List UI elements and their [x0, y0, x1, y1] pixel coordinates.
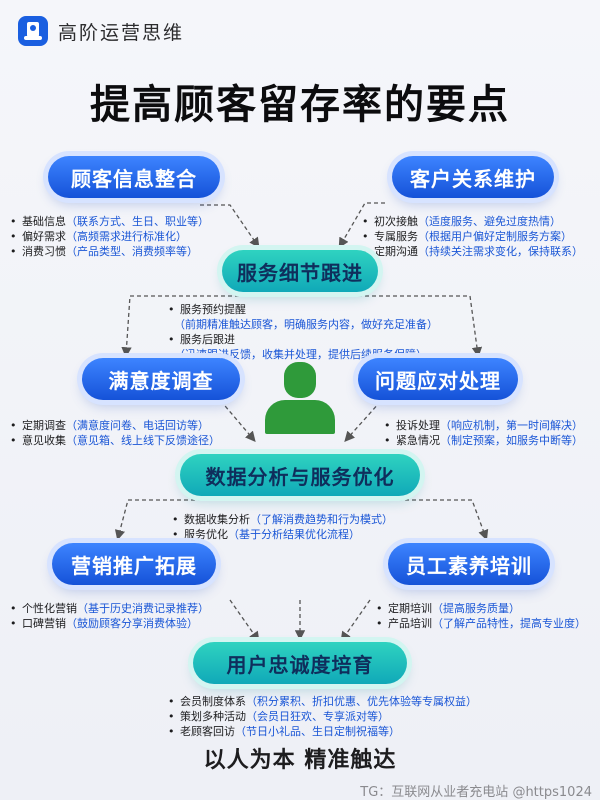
list-item: •投诉处理（响应机制，第一时间解决） [384, 419, 583, 432]
list-item: •定期沟通（持续关注需求变化，保持联系） [362, 245, 583, 258]
page-title: 提高顾客留存率的要点 [90, 82, 510, 128]
list-item: •服务后跟进 [168, 333, 235, 346]
brand-header: 高阶运营思维 [18, 16, 184, 46]
node-satisfaction-survey-label: 满意度调查 [108, 368, 214, 393]
list-customer-info: •基础信息（联系方式、生日、职业等） •偏好需求（高频需求进行标准化） •消费习… [10, 214, 209, 259]
list-item: •基础信息（联系方式、生日、职业等） [10, 215, 209, 228]
node-data-analysis: 数据分析与服务优化 [180, 454, 420, 496]
arrow-data-marketing [114, 499, 300, 541]
list-item: •紧急情况（制定预案，如服务中断等） [384, 434, 583, 447]
list-item: •初次接触（适度服务、避免过度热情） [362, 215, 561, 228]
arrow-staff-loyalty [340, 599, 371, 643]
list-item: •消费习惯（产品类型、消费频率等） [10, 245, 198, 258]
list-item: •定期培训（提高服务质量） [376, 602, 520, 615]
node-satisfaction-survey: 满意度调查 [82, 358, 240, 400]
list-item: •会员制度体系（积分累积、折扣优惠、优先体验等专属权益） [168, 695, 477, 708]
node-relationship-label: 客户关系维护 [410, 166, 536, 191]
person-icon [265, 362, 335, 434]
node-customer-info: 顾客信息整合 [48, 156, 220, 198]
node-service-followup-label: 服务细节跟进 [237, 260, 363, 285]
node-data-analysis-label: 数据分析与服务优化 [205, 464, 395, 489]
list-data-analysis: •数据收集分析（了解消费趋势和行为模式） •服务优化（基于分析结果优化流程） [172, 512, 393, 542]
node-marketing-label: 营销推广拓展 [71, 553, 197, 578]
list-item: •个性化营销（基于历史消费记录推荐） [10, 602, 209, 615]
list-item: •服务优化（基于分析结果优化流程） [172, 528, 360, 541]
list-item: •偏好需求（高频需求进行标准化） [10, 230, 187, 243]
arrow-problem-data [344, 401, 395, 442]
node-marketing: 营销推广拓展 [52, 543, 216, 585]
node-staff-training-label: 员工素养培训 [406, 553, 532, 578]
node-problem-handling: 问题应对处理 [358, 358, 518, 400]
list-item: •意见收集（意见箱、线上线下反馈途径） [10, 434, 220, 447]
list-item: •策划多种活动（会员日狂欢、专享派对等） [168, 710, 389, 723]
arrow-marketing-loyalty [229, 599, 260, 643]
chess-rook-icon [18, 16, 48, 46]
list-loyalty: •会员制度体系（积分累积、折扣优惠、优先体验等专属权益） •策划多种活动（会员日… [168, 694, 477, 739]
list-satisfaction-survey: •定期调查（满意度问卷、电话回访等） •意见收集（意见箱、线上线下反馈途径） [10, 418, 220, 448]
node-customer-info-label: 顾客信息整合 [71, 166, 197, 191]
node-service-followup: 服务细节跟进 [222, 250, 378, 292]
list-staff-training: •定期培训（提高服务质量） •产品培训（了解产品特性，提高专业度） [376, 601, 586, 631]
node-relationship: 客户关系维护 [392, 156, 554, 198]
watermark: TG：互联网从业者充电站 @https1024 [360, 785, 592, 800]
node-problem-handling-label: 问题应对处理 [375, 368, 501, 393]
list-problem-handling: •投诉处理（响应机制，第一时间解决） •紧急情况（制定预案，如服务中断等） [384, 418, 583, 448]
list-item: •定期调查（满意度问卷、电话回访等） [10, 419, 209, 432]
list-service-followup: •服务预约提醒 （前期精准触达顾客，明确服务内容，做好充足准备） •服务后跟进 … [168, 302, 438, 362]
arrow-info-service [200, 204, 260, 249]
list-item: •数据收集分析（了解消费趋势和行为模式） [172, 513, 393, 526]
list-marketing: •个性化营销（基于历史消费记录推荐） •口碑营销（鼓励顾客分享消费体验） [10, 601, 209, 631]
list-item: •口碑营销（鼓励顾客分享消费体验） [10, 617, 198, 630]
node-loyalty-label: 用户忠诚度培育 [226, 652, 374, 677]
brand-name: 高阶运营思维 [58, 21, 185, 44]
list-item: •服务预约提醒 [168, 303, 246, 316]
list-item: •老顾客回访（节日小礼品、生日定制祝福等） [168, 725, 400, 738]
node-staff-training: 员工素养培训 [388, 543, 550, 585]
node-loyalty: 用户忠诚度培育 [193, 642, 407, 684]
arrow-service-survey [121, 295, 295, 358]
list-item-detail: （前期精准触达顾客，明确服务内容，做好充足准备） [174, 318, 438, 331]
list-item: •专属服务（根据用户偏好定制服务方案） [362, 230, 572, 243]
arrow-data-staff [300, 499, 489, 541]
arrow-service-problem [295, 295, 483, 358]
slogan: 以人为本 精准触达 [203, 748, 397, 773]
list-relationship: •初次接触（适度服务、避免过度热情） •专属服务（根据用户偏好定制服务方案） •… [362, 214, 583, 259]
list-item: •产品培训（了解产品特性，提高专业度） [376, 617, 586, 630]
list-item-detail: （迅速跟进反馈，收集并处理，提供后续服务保障） [174, 348, 427, 361]
